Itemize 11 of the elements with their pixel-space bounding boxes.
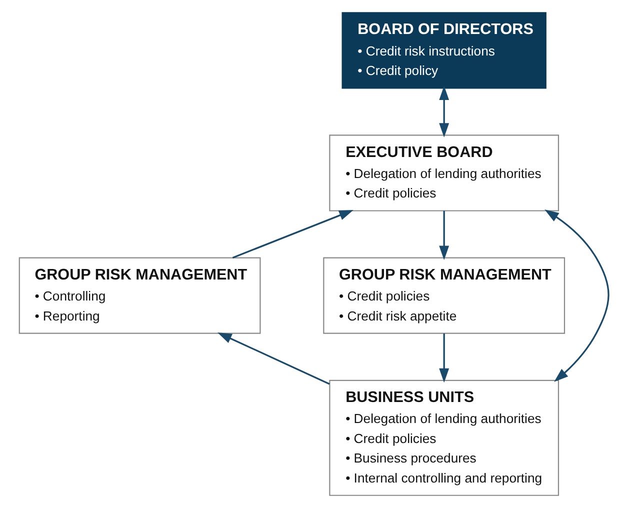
node-box: EXECUTIVE BOARD • Delegation of lending authorities • Credit policies <box>328 134 559 212</box>
arrow <box>438 334 449 383</box>
arrow <box>232 210 353 258</box>
arrow <box>438 86 449 138</box>
node-box: BUSINESS UNITS • Delegation of lending authorities • Credit policies • Business procedures • Internal controlling and reporting <box>328 380 559 496</box>
node-box: BOARD OF DIRECTORS • Credit risk instructions • Credit policy <box>341 12 546 89</box>
arrow <box>216 332 330 385</box>
arrow <box>438 210 449 260</box>
node-box: GROUP RISK MANAGEMENT • Credit policies • Credit risk appetite <box>322 257 565 334</box>
node-box: GROUP RISK MANAGEMENT • Controlling • Reporting <box>18 257 260 334</box>
arrow <box>544 209 609 382</box>
